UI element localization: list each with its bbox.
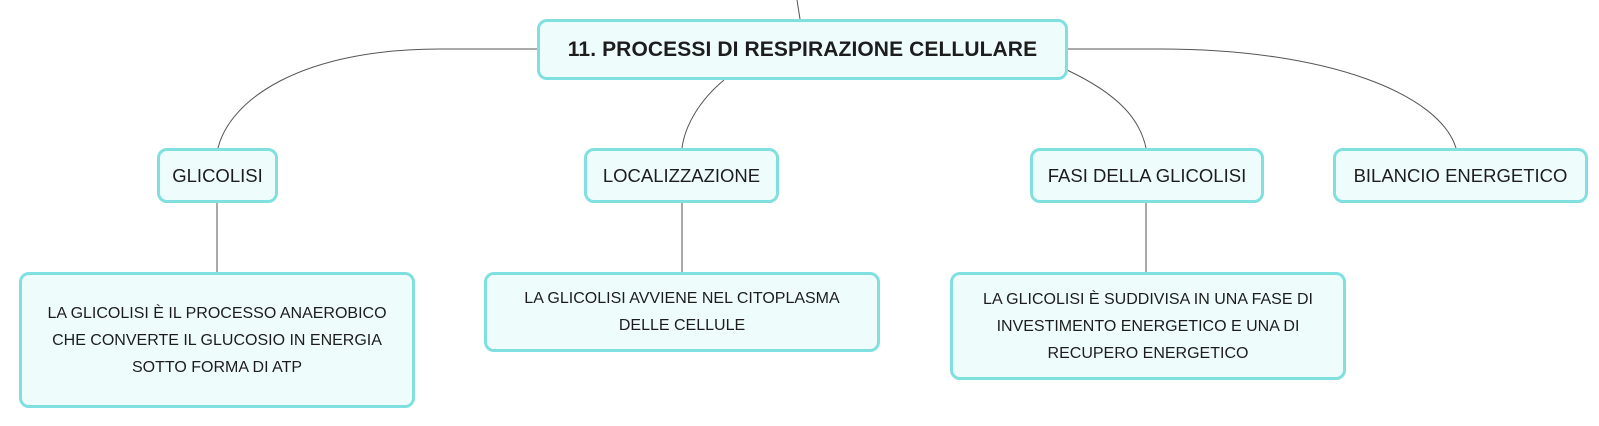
detail-text-fasi-della-glicolisi: LA GLICOLISI È SUDDIVISA IN UNA FASE DI … [983, 290, 1313, 362]
topic-title-fasi-della-glicolisi: FASI DELLA GLICOLISI [1047, 164, 1247, 186]
detail-text-glicolisi: LA GLICOLISI È IL PROCESSO ANAEROBICO CH… [47, 304, 387, 376]
topic-title-localizzazione: LOCALIZZAZIONE [602, 164, 761, 186]
topic-title-bilancio-energetico: BILANCIO ENERGETICO [1353, 164, 1568, 186]
topic-node-fasi-della-glicolisi[interactable]: FASI DELLA GLICOLISI [1030, 148, 1264, 203]
connector-root-fasi [1066, 69, 1147, 149]
topic-node-bilancio-energetico[interactable]: BILANCIO ENERGETICO [1333, 148, 1588, 203]
connector-root-bilancio [1063, 48, 1457, 149]
central-topic-node[interactable]: 11. PROCESSI DI RESPIRAZIONE CELLULARE [537, 19, 1068, 80]
detail-node-fasi-della-glicolisi[interactable]: LA GLICOLISI È SUDDIVISA IN UNA FASE DI … [950, 272, 1346, 380]
connector-from-above [796, 0, 801, 20]
topic-node-glicolisi[interactable]: GLICOLISI [157, 148, 278, 203]
topic-node-localizzazione[interactable]: LOCALIZZAZIONE [584, 148, 779, 203]
detail-node-localizzazione[interactable]: LA GLICOLISI AVVIENE NEL CITOPLASMA DELL… [484, 272, 880, 352]
connector-root-glicolisi [217, 48, 538, 149]
topic-title-glicolisi: GLICOLISI [172, 164, 263, 186]
central-topic-title: 11. PROCESSI DI RESPIRAZIONE CELLULARE [567, 37, 1038, 61]
connector-root-localizzazione [681, 79, 725, 149]
detail-node-glicolisi[interactable]: LA GLICOLISI È IL PROCESSO ANAEROBICO CH… [19, 272, 415, 408]
detail-text-localizzazione: LA GLICOLISI AVVIENE NEL CITOPLASMA DELL… [524, 290, 840, 334]
